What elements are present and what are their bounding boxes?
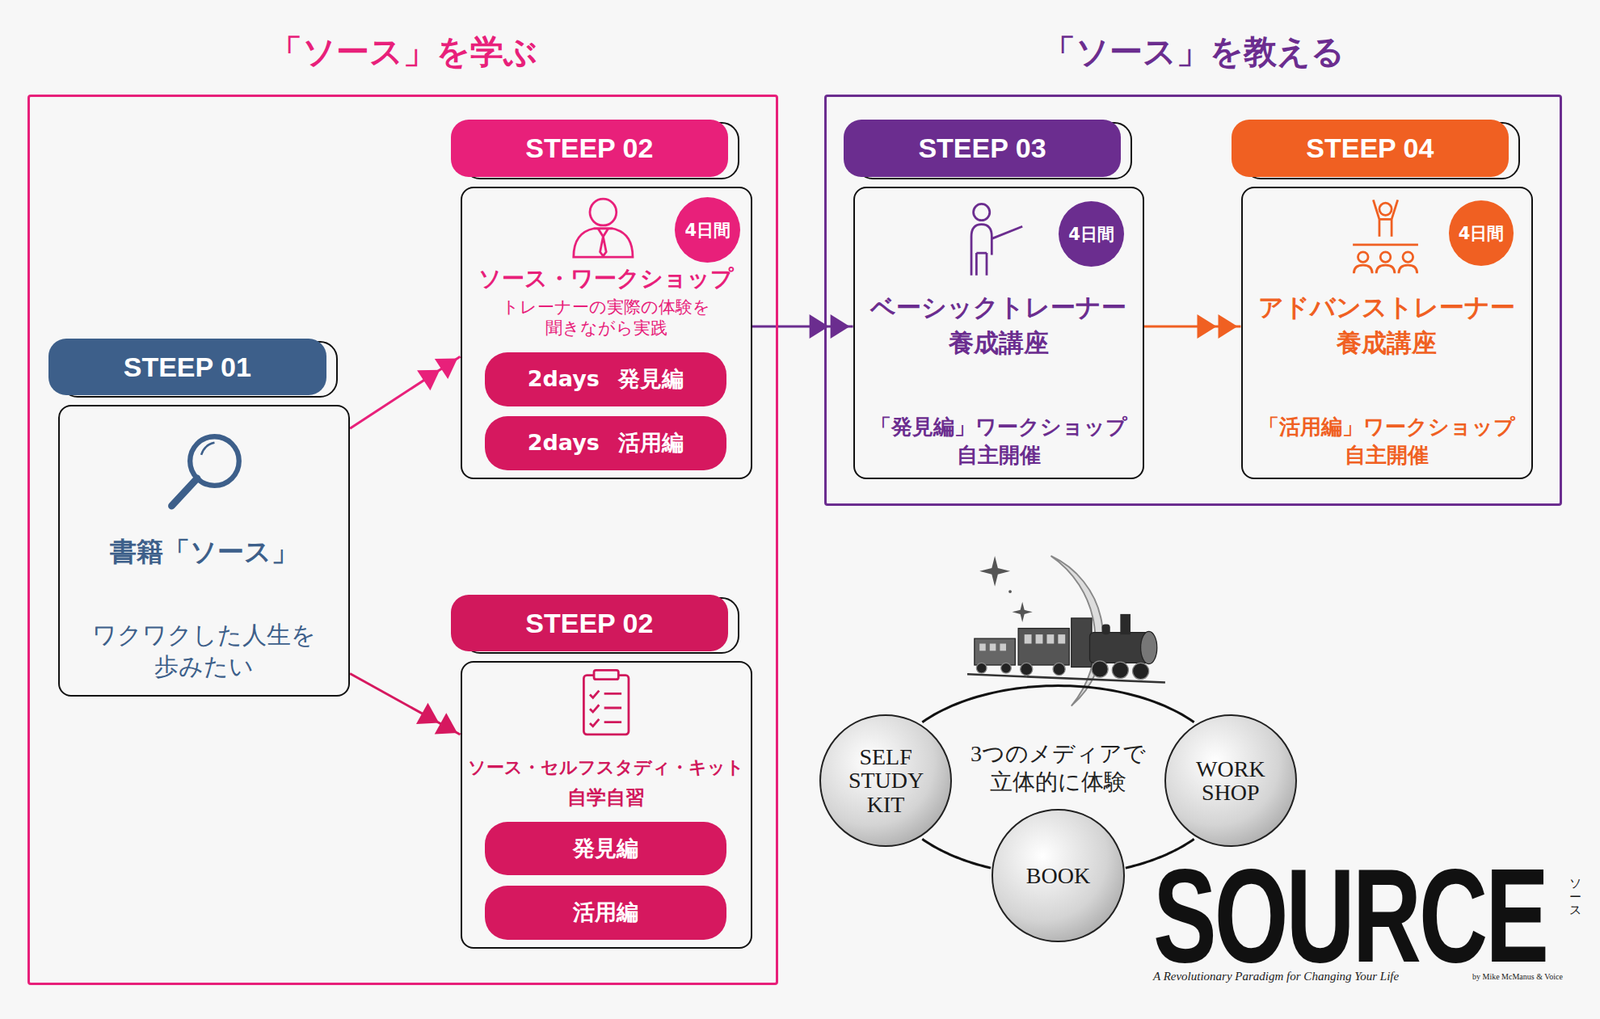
node-label: 2days 発見編: [527, 367, 685, 391]
step-tab: STEEP 02: [450, 119, 729, 177]
logo-byline: by Mike McManus & Voice: [1472, 972, 1563, 982]
trainer-icon: [971, 203, 1023, 275]
connector: [752, 314, 854, 339]
step-tab: STEEP 02: [450, 594, 729, 653]
card-text: 「発見編」ワークショップ 自主開催: [854, 412, 1143, 470]
moon-and-stars: [979, 555, 1104, 707]
node-label: BOOK: [1026, 863, 1091, 888]
arrow-head: [434, 357, 458, 379]
arrow-head: [416, 370, 440, 392]
step-card: STEEP 044日間アドバンストレーナー 養成講座「活用編」ワークショップ 自…: [1241, 186, 1533, 480]
duration-badge: 4日間: [674, 197, 741, 263]
connector: [922, 838, 991, 868]
arrow-head: [1197, 314, 1217, 339]
card-text: 書籍「ソース」: [59, 534, 349, 570]
clipboard-icon: [583, 669, 629, 735]
connector: [922, 686, 1194, 723]
media-caption: 3つのメディアで 立体的に体験: [952, 739, 1163, 796]
connector: [1144, 314, 1242, 339]
connector-line: [349, 356, 460, 429]
connector: [349, 673, 460, 736]
logo-katakana: ソース: [1569, 876, 1582, 918]
connector: [349, 356, 460, 429]
course-pill: 2days 活用編: [484, 416, 727, 471]
card-text: アドバンストレーナー 養成講座: [1242, 290, 1532, 361]
region-heading: 「ソース」を教える: [826, 29, 1560, 75]
step-tab: STEEP 03: [843, 119, 1121, 177]
card-text: ソース・セルフスタディ・キット: [462, 756, 751, 780]
course-pill: 2days 発見編: [484, 352, 727, 407]
media-circle: WORK SHOP: [1164, 714, 1297, 847]
step-tab: STEEP 01: [48, 338, 326, 396]
duration-badge: 4日間: [1448, 200, 1515, 266]
course-pill: 発見編: [484, 821, 727, 876]
arrow-head: [830, 314, 851, 339]
logo-wordmark: SOURCE: [1153, 848, 1547, 982]
magnifier-icon: [171, 436, 239, 506]
node-label: WORK SHOP: [1195, 757, 1266, 805]
teach-region: STEEP 03 4日間ベーシックトレーナー 養成講座「発見編」ワークショップ 自…: [824, 94, 1563, 506]
course-pill: 活用編: [484, 885, 727, 940]
arrow-head: [434, 712, 458, 734]
step-card: STEEP 034日間ベーシックトレーナー 養成講座「発見編」ワークショップ 自…: [853, 186, 1145, 480]
media-circle: BOOK: [991, 808, 1125, 942]
card-text: ベーシックトレーナー 養成講座: [854, 290, 1143, 361]
logo-subtitle: A Revolutionary Paradigm for Changing Yo…: [1153, 969, 1399, 984]
card-text: 自学自習: [462, 785, 751, 811]
card-text: ソース・ワークショップ: [462, 264, 751, 294]
duration-badge: 4日間: [1058, 201, 1125, 267]
train-illustration: [967, 614, 1166, 683]
node-label: 活用編: [572, 901, 639, 924]
learn-region: STEEP 01 書籍「ソース」ワクワクした人生を 歩みたい 2days 発見編 2d…: [27, 94, 779, 985]
step-card: 2days 発見編2days 活用編STEEP 024日間ソース・ワークショップ…: [460, 186, 753, 480]
step-tab: STEEP 04: [1231, 119, 1509, 177]
node-label: 2days 活用編: [527, 431, 685, 455]
step-card: STEEP 01書籍「ソース」ワクワクした人生を 歩みたい: [58, 404, 350, 697]
audience-icon: [1352, 199, 1419, 274]
card-text: 「活用編」ワークショップ 自主開催: [1242, 412, 1532, 470]
card-text: トレーナーの実際の体験を 聞きながら実践: [462, 296, 751, 340]
region-heading: 「ソース」を学ぶ: [29, 29, 776, 75]
step-card: 発見編活用編STEEP 02ソース・セルフスタディ・キット自学自習: [460, 661, 753, 949]
card-text: ワクワクした人生を 歩みたい: [59, 618, 349, 683]
connector-line: [349, 673, 460, 736]
arrow-head: [1218, 314, 1238, 339]
node-label: SELF STUDY KIT: [848, 745, 923, 817]
media-circle: SELF STUDY KIT: [819, 714, 952, 847]
loop-arc: [922, 838, 991, 868]
node-label: 発見編: [572, 837, 639, 860]
arrow-head: [416, 703, 439, 725]
loop-arc: [922, 686, 1194, 723]
person-icon: [573, 198, 633, 257]
